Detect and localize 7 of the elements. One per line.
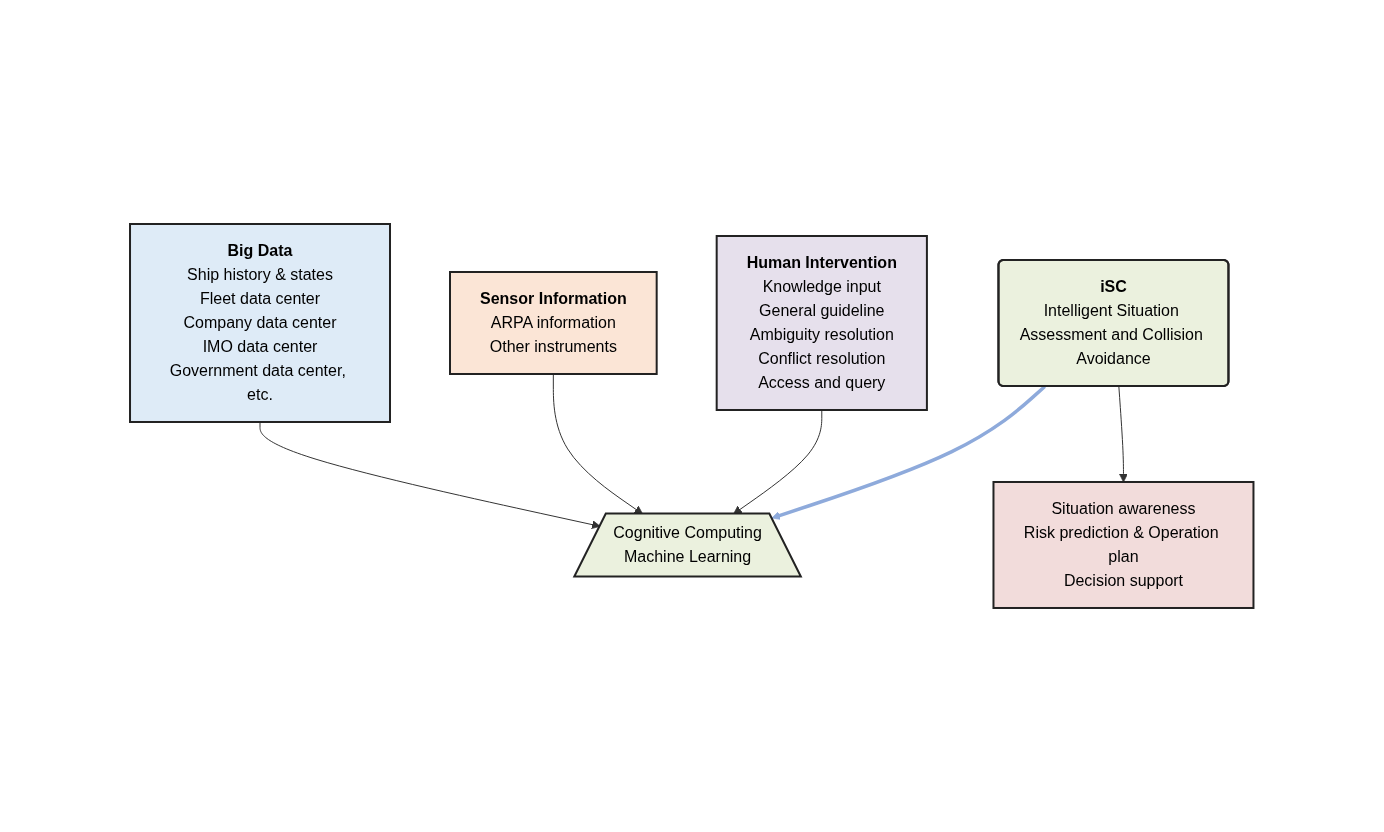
node-box: Human Intervention Knowledge input General guideline Ambiguity resolution Conflict resolution Access and query — [715, 235, 929, 411]
node-box: Sensor Information ARPA information Other instruments — [449, 271, 658, 375]
arrow — [1118, 386, 1129, 483]
node-box: Big Data Ship history & states Fleet data center Company data center IMO data center Government data center, etc. — [129, 223, 392, 423]
arrow — [771, 385, 1047, 520]
arrow — [259, 421, 601, 529]
node-box: Situation awareness Risk prediction & Operation plan Decision support — [992, 481, 1255, 609]
